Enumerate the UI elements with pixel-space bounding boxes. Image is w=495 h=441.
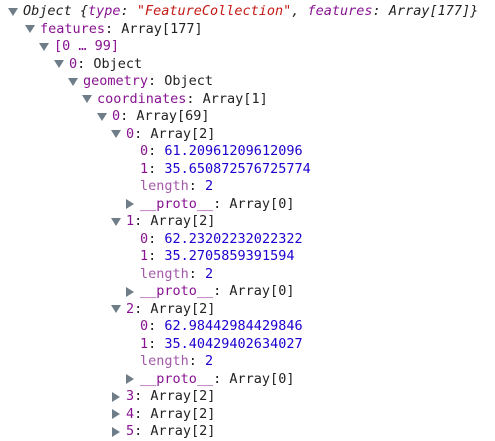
point-key: 0 xyxy=(126,125,135,142)
point-x-row: 0: 62.23202232022322 xyxy=(140,230,303,247)
point-x-key: 0 xyxy=(140,318,149,334)
point-x-key: 0 xyxy=(140,230,149,247)
point-length-value: 2 xyxy=(205,178,214,194)
point-x-value: 61.20961209612096 xyxy=(164,143,303,159)
geometry-key: geometry xyxy=(83,73,149,89)
geometry-row[interactable]: geometry: Object xyxy=(0,73,495,91)
collapsed-point-key: 5 xyxy=(126,423,135,439)
point-y-row: 1: 35.650872576725774 xyxy=(140,160,311,177)
point-value: Array[2] xyxy=(150,125,216,142)
ring-0-key: 0 xyxy=(112,108,121,124)
triangle-down-icon[interactable] xyxy=(68,77,78,86)
point-key: 1 xyxy=(126,213,135,229)
root-features-value: Array[177] xyxy=(388,3,471,19)
coordinates-key: coordinates xyxy=(97,90,187,107)
point-length-key: length xyxy=(140,178,189,194)
coordinates-row[interactable]: coordinates: Array[1] xyxy=(0,91,495,109)
triangle-down-icon[interactable] xyxy=(111,130,121,139)
triangle-right-icon[interactable] xyxy=(126,286,134,297)
point-x-row: 0: 61.20961209612096 xyxy=(140,143,303,159)
triangle-down-icon[interactable] xyxy=(97,112,107,121)
point-proto-row[interactable]: __proto__: Array[0] xyxy=(0,371,495,389)
triangle-right-icon[interactable] xyxy=(112,426,120,437)
coordinates-value: Array[1] xyxy=(202,90,268,107)
point-length-row: length: 2 xyxy=(140,265,214,282)
features-value: Array[177] xyxy=(121,20,203,37)
ring-0-row[interactable]: 0: Array[69] xyxy=(0,108,495,126)
point-x-value: 62.98442984429846 xyxy=(164,318,303,334)
point-y-value: 35.650872576725774 xyxy=(164,160,311,177)
point-length-key: length xyxy=(140,353,189,369)
point-y-row: 1: 35.2705859391594 xyxy=(140,248,295,264)
features-key: features xyxy=(40,20,106,37)
triangle-right-icon[interactable] xyxy=(112,409,120,420)
point-proto-value: Array[0] xyxy=(229,283,295,299)
triangle-right-icon[interactable] xyxy=(112,391,120,402)
point-y-key: 1 xyxy=(140,335,149,352)
point-proto-key: __proto__ xyxy=(140,370,214,387)
range-label: [0 … 99] xyxy=(54,38,120,54)
point-x-value: 62.23202232022322 xyxy=(164,230,303,247)
feature-0-row[interactable]: 0: Object xyxy=(0,56,495,74)
point-y-key: 1 xyxy=(140,248,149,264)
point-y-value: 35.2705859391594 xyxy=(164,248,295,264)
collapsed-point-row[interactable]: 5: Array[2] xyxy=(0,423,495,441)
point-y-value: 35.40429402634027 xyxy=(164,335,303,352)
point-key: 2 xyxy=(126,300,135,317)
triangle-down-icon[interactable] xyxy=(39,42,49,51)
point-x-key: 0 xyxy=(140,143,149,159)
point-proto-row[interactable]: __proto__: Array[0] xyxy=(0,283,495,301)
range-row[interactable]: [0 … 99] xyxy=(0,38,495,56)
root-type-value: "FeatureCollection" xyxy=(136,3,292,19)
feature-0-value: Object xyxy=(93,55,143,72)
triangle-down-icon[interactable] xyxy=(82,95,92,104)
point-proto-key: __proto__ xyxy=(140,195,214,212)
point-length-key: length xyxy=(140,265,189,282)
point-y-key: 1 xyxy=(140,160,149,177)
point-y-row: 1: 35.40429402634027 xyxy=(140,335,303,352)
point-proto-value: Array[0] xyxy=(229,195,295,212)
root-type-key: type xyxy=(88,3,121,19)
triangle-right-icon[interactable] xyxy=(126,199,134,210)
collapsed-point-value: Array[2] xyxy=(150,405,216,422)
triangle-down-icon[interactable] xyxy=(54,60,64,69)
point-x-row: 0: 62.98442984429846 xyxy=(140,318,303,334)
collapsed-point-key: 4 xyxy=(126,405,135,422)
point-length-value: 2 xyxy=(205,265,214,282)
point-row[interactable]: 0: Array[2] xyxy=(0,126,495,144)
feature-0-key: 0 xyxy=(69,55,78,72)
point-value: Array[2] xyxy=(150,213,216,229)
point-proto-row[interactable]: __proto__: Array[0] xyxy=(0,196,495,214)
collapsed-point-value: Array[2] xyxy=(150,388,216,404)
triangle-down-icon[interactable] xyxy=(8,7,18,16)
triangle-right-icon[interactable] xyxy=(126,374,134,385)
triangle-down-icon[interactable] xyxy=(111,217,121,226)
point-length-value: 2 xyxy=(205,353,214,369)
collapsed-point-key: 3 xyxy=(126,388,135,404)
triangle-down-icon[interactable] xyxy=(111,305,121,314)
collapsed-point-row[interactable]: 4: Array[2] xyxy=(0,406,495,424)
collapsed-point-value: Array[2] xyxy=(150,423,216,439)
point-proto-key: __proto__ xyxy=(140,283,214,299)
features-row[interactable]: features: Array[177] xyxy=(0,21,495,39)
collapsed-point-row[interactable]: 3: Array[2] xyxy=(0,388,495,406)
triangle-down-icon[interactable] xyxy=(25,25,35,34)
point-row[interactable]: 2: Array[2] xyxy=(0,301,495,319)
root-features-key: features xyxy=(307,3,373,19)
root-close-brace: } xyxy=(470,3,479,19)
point-value: Array[2] xyxy=(150,300,216,317)
geometry-value: Object xyxy=(164,73,214,89)
point-length-row: length: 2 xyxy=(140,353,214,369)
point-row[interactable]: 1: Array[2] xyxy=(0,213,495,231)
root-object-row[interactable]: Object {type: "FeatureCollection", featu… xyxy=(0,3,495,21)
point-length-row: length: 2 xyxy=(140,178,214,194)
ring-0-value: Array[69] xyxy=(136,108,210,124)
point-proto-value: Array[0] xyxy=(229,370,295,387)
root-object-label: Object { xyxy=(23,3,89,19)
